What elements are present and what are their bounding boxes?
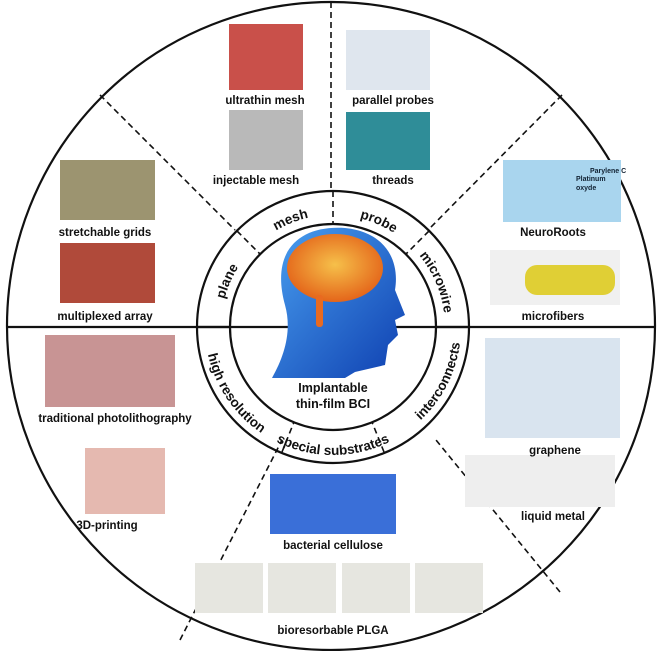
stretchable-grids-image [60, 160, 155, 220]
injectable-mesh-image [229, 110, 303, 170]
inner-circle [228, 222, 438, 432]
annotation-oxyde: oxyde [576, 185, 596, 192]
label-traditional-photolithography: traditional photolithography [38, 413, 192, 425]
label-graphene: graphene [529, 445, 581, 457]
plga-image-day3 [342, 563, 410, 613]
label-ultrathin-mesh: ultrathin mesh [225, 95, 304, 107]
ring-label-plane: plane [213, 260, 241, 300]
ultrathin-mesh-image [229, 24, 303, 90]
parallel-probes-image [346, 30, 430, 90]
ring-divider [405, 230, 430, 255]
center-title-line2: thin-film BCI [296, 397, 370, 411]
brain-icon [287, 234, 383, 302]
center-title-line1: Implantable [298, 381, 368, 395]
label-parallel-probes: parallel probes [352, 95, 434, 107]
ring-label-probe: probe [359, 207, 401, 236]
divider-upper-right [427, 94, 563, 231]
3d-printing-image [85, 448, 165, 514]
multiplexed-array-image [60, 243, 155, 303]
plga-image-day4 [415, 563, 483, 613]
plga-image-day1 [195, 563, 263, 613]
label-neuroroots: NeuroRoots [520, 227, 586, 239]
label-bioresorbable-plga: bioresorbable PLGA [277, 625, 388, 637]
photolithography-image [45, 335, 175, 407]
annotation-platinum: Platinum [576, 176, 606, 183]
label-multiplexed-array: multiplexed array [57, 311, 153, 323]
bacterial-cellulose-image [270, 474, 396, 534]
divider-lower-right [435, 439, 561, 593]
divider-lower-left [179, 439, 283, 641]
threads-image [346, 112, 430, 170]
plga-image-day2 [268, 563, 336, 613]
ring-label-special-substrates: special substrates [275, 431, 391, 458]
label-bacterial-cellulose: bacterial cellulose [283, 540, 383, 552]
divider-upper-left [99, 94, 236, 231]
label-3d-printing: 3D-printing [76, 520, 137, 532]
graphene-image [485, 338, 620, 438]
liquid-metal-image [465, 455, 615, 507]
annotation-parylene: Parylene C [590, 168, 626, 175]
head-brain-illustration [272, 227, 405, 378]
ring-divider [281, 421, 295, 453]
neuroroots-image [503, 160, 621, 222]
label-injectable-mesh: injectable mesh [213, 175, 299, 187]
label-liquid-metal: liquid metal [521, 511, 585, 523]
label-microfibers: microfibers [522, 311, 585, 323]
ring-divider [236, 230, 261, 255]
ring-divider [371, 421, 385, 453]
label-threads: threads [372, 175, 414, 187]
label-stretchable-grids: stretchable grids [59, 227, 152, 239]
